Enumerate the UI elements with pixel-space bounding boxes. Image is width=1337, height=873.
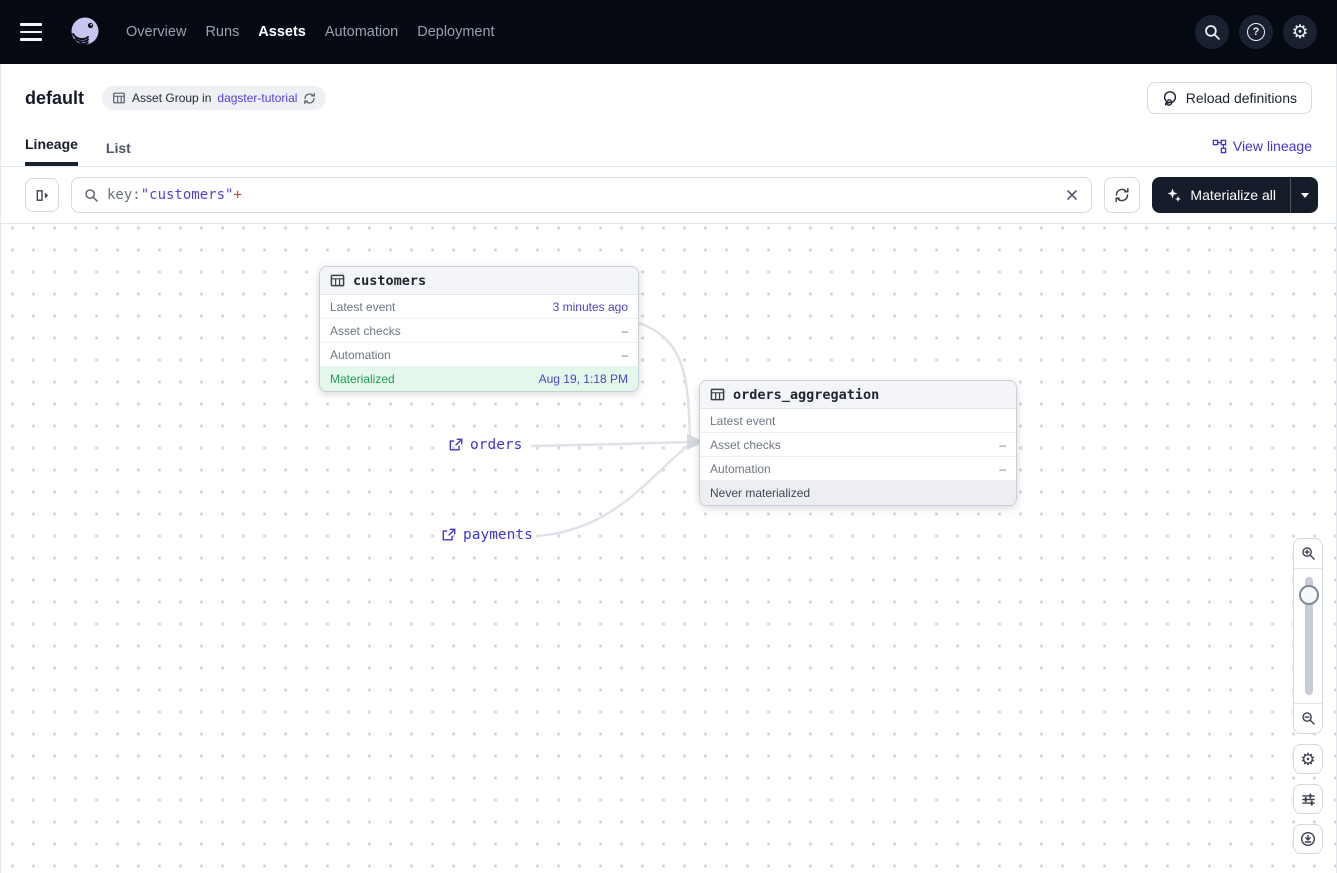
- asset-row-automation: Automation–: [700, 457, 1016, 481]
- asset-row-asset-checks: Asset checks–: [700, 433, 1016, 457]
- zoom-slider-track[interactable]: [1305, 577, 1313, 695]
- zoom-slider[interactable]: [1294, 569, 1322, 703]
- zoom-out-icon: [1301, 712, 1315, 725]
- clear-search-button[interactable]: [1063, 186, 1081, 204]
- asset-node-header: customers: [320, 267, 638, 295]
- search-icon: [1204, 24, 1220, 40]
- reload-definitions-label: Reload definitions: [1185, 90, 1297, 106]
- materialize-all-button[interactable]: Materialize all: [1152, 177, 1290, 213]
- asset-table-icon: [330, 273, 345, 288]
- arrow-down-circle-icon: [1300, 831, 1316, 847]
- open-sidebar-button[interactable]: [25, 178, 59, 212]
- asset-status-row: Never materialized: [700, 481, 1016, 505]
- search-icon: [85, 188, 98, 202]
- tabs-bar: Lineage List View lineage: [1, 124, 1336, 167]
- external-asset-payments[interactable]: payments: [442, 527, 533, 543]
- asset-search-input[interactable]: key:"customers"+: [71, 177, 1093, 213]
- page-title: default: [25, 87, 85, 108]
- asset-node-orders-aggregation[interactable]: orders_aggregation Latest event Asset ch…: [699, 380, 1017, 506]
- page-header: default Asset Group in dagster-tutorial …: [1, 64, 1336, 124]
- nav-item-runs[interactable]: Runs: [205, 24, 240, 40]
- primary-nav: Overview Runs Assets Automation Deployme…: [126, 24, 495, 40]
- external-asset-label: orders: [470, 437, 523, 453]
- zoom-in-icon: [1301, 547, 1315, 560]
- reload-definitions-button[interactable]: Reload definitions: [1146, 82, 1312, 114]
- graph-settings-button[interactable]: ⚙: [1293, 744, 1323, 774]
- zoom-in-button[interactable]: [1294, 539, 1322, 568]
- asset-group-icon: [112, 91, 126, 105]
- asset-row-automation: Automation–: [320, 343, 638, 367]
- view-lineage-link[interactable]: View lineage: [1212, 138, 1312, 166]
- gear-icon: ⚙: [1291, 21, 1309, 43]
- reload-status-icon[interactable]: [303, 92, 316, 105]
- lineage-icon: [1212, 139, 1227, 153]
- search-button[interactable]: [1195, 15, 1229, 49]
- asset-name: orders_aggregation: [733, 386, 880, 403]
- lineage-edges: [530, 321, 704, 538]
- asset-name: customers: [353, 272, 427, 289]
- recenter-view-button[interactable]: [1293, 824, 1323, 854]
- refresh-graph-button[interactable]: [1104, 177, 1141, 213]
- external-asset-orders[interactable]: orders: [449, 437, 522, 453]
- materialize-split-button: Materialize all: [1152, 177, 1318, 213]
- external-link-icon: [449, 438, 463, 451]
- dagster-octopus-icon: [71, 17, 99, 46]
- content-frame: default Asset Group in dagster-tutorial …: [0, 64, 1337, 873]
- asset-row-latest-event: Latest event: [700, 409, 1016, 433]
- asset-table-icon: [710, 387, 725, 402]
- tab-lineage[interactable]: Lineage: [25, 130, 78, 166]
- menu-icon[interactable]: [20, 18, 48, 46]
- zoom-panel: [1293, 538, 1323, 734]
- external-asset-label: payments: [463, 527, 533, 543]
- asset-group-badge: Asset Group in dagster-tutorial: [102, 86, 327, 110]
- graph-toolbar: key:"customers"+ Materialize all: [1, 167, 1336, 224]
- materialize-options-button[interactable]: [1290, 177, 1318, 213]
- view-lineage-label: View lineage: [1232, 138, 1312, 154]
- zoom-out-button[interactable]: [1294, 704, 1322, 733]
- tab-list[interactable]: List: [105, 140, 131, 156]
- close-icon: [1067, 190, 1078, 200]
- refresh-icon: [1115, 188, 1129, 202]
- chevron-down-icon: [1300, 192, 1309, 198]
- help-button[interactable]: ?: [1239, 15, 1273, 49]
- zoom-slider-knob[interactable]: [1299, 585, 1319, 605]
- settings-button[interactable]: ⚙: [1283, 15, 1317, 49]
- code-location-link[interactable]: dagster-tutorial: [217, 91, 298, 105]
- sparkle-icon: [1167, 188, 1182, 202]
- materialization-time-link[interactable]: Aug 19, 1:18 PM: [538, 372, 628, 386]
- nav-item-automation[interactable]: Automation: [324, 24, 399, 40]
- latest-event-link[interactable]: 3 minutes ago: [552, 299, 628, 314]
- nav-item-overview[interactable]: Overview: [126, 24, 187, 40]
- materialize-all-label: Materialize all: [1190, 187, 1276, 203]
- asset-node-header: orders_aggregation: [700, 381, 1016, 409]
- asset-group-text: Asset Group in: [132, 91, 212, 105]
- help-icon: ?: [1247, 23, 1265, 41]
- sliders-icon: [1301, 792, 1315, 806]
- nav-item-deployment[interactable]: Deployment: [417, 24, 495, 40]
- panel-toggle-icon: [36, 189, 48, 201]
- search-query-text: key:"customers"+: [107, 187, 242, 203]
- reload-definitions-icon: [1163, 91, 1176, 106]
- external-link-icon: [442, 528, 456, 541]
- asset-row-asset-checks: Asset checks–: [320, 319, 638, 343]
- nav-item-assets[interactable]: Assets: [258, 24, 306, 40]
- graph-filters-button[interactable]: [1293, 784, 1323, 814]
- graph-controls: ⚙: [1293, 538, 1323, 854]
- gear-icon: ⚙: [1300, 749, 1316, 769]
- top-navbar: Overview Runs Assets Automation Deployme…: [0, 0, 1337, 64]
- dagster-logo[interactable]: [66, 13, 104, 51]
